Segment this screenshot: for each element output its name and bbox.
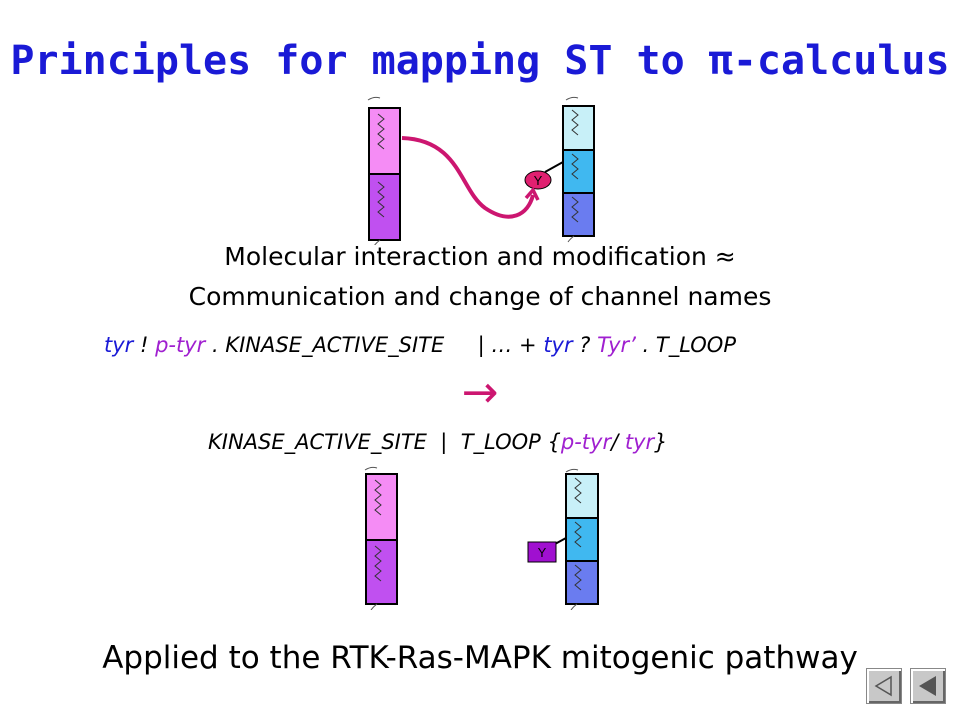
- bottom-caption: Applied to the RTK-Ras-MAPK mitogenic pa…: [102, 640, 858, 676]
- formula1-segment: ?: [572, 333, 598, 357]
- substrate-domain-2: [565, 517, 599, 562]
- formula1-segment: Tyr’: [597, 333, 636, 357]
- kinase-upper-domain: [365, 473, 398, 541]
- formula1-segment: . T_LOOP: [635, 333, 737, 357]
- caption-line-2: Communication and change of channel name…: [188, 282, 772, 311]
- substrate-domain-1: [565, 473, 599, 519]
- pi-calculus-formula-before: tyr ! p-tyr . KINASE_ACTIVE_SITE | … + t…: [104, 333, 736, 357]
- formula2-segment: p-tyr: [560, 430, 612, 454]
- substrate-domain-3: [562, 192, 595, 237]
- phospho-tyrosine-site: [527, 541, 557, 563]
- substrate-domain-1: [562, 105, 595, 151]
- formula2-segment: KINASE_ACTIVE_SITE | T_LOOP: [208, 430, 548, 454]
- arrow-head-icon: [524, 186, 540, 201]
- tyrosine-label-bottom: Y: [538, 545, 547, 560]
- caption-line-1: Molecular interaction and modification ≈: [224, 242, 736, 271]
- formula1-segment: !: [133, 333, 156, 357]
- kinase-molecule-top: [367, 96, 401, 245]
- formula1-segment: p-tyr: [155, 333, 206, 357]
- substrate-domain-3: [565, 560, 599, 605]
- previous-slide-button[interactable]: [866, 668, 902, 704]
- kinase-lower-domain: [368, 173, 401, 241]
- transition-arrow-icon: →: [461, 367, 499, 418]
- tyrosine-label-top: Y: [534, 173, 543, 188]
- formula1-segment: tyr: [543, 333, 573, 357]
- substrate-molecule-top: Y: [524, 96, 595, 243]
- kinase-lower-domain: [365, 539, 398, 605]
- formula1-segment: . KINASE_ACTIVE_SITE: [205, 333, 445, 357]
- triangle-left-icon: [874, 675, 892, 697]
- formula2-segment: tyr: [624, 430, 655, 454]
- formula2-segment: }: [654, 430, 668, 454]
- formula1-segment: tyr: [104, 333, 134, 357]
- next-slide-button[interactable]: [910, 668, 946, 704]
- tyrosine-site-top: [524, 170, 552, 190]
- pi-calculus-formula-after: KINASE_ACTIVE_SITE | T_LOOP {p-tyr/ tyr}: [208, 430, 668, 454]
- interaction-arrow: [401, 136, 535, 219]
- formula1-segment: | … +: [444, 333, 544, 357]
- kinase-molecule-bottom: [364, 466, 398, 610]
- page-title: Principles for mapping ST to π-calculus: [10, 38, 950, 84]
- kinase-upper-domain: [368, 107, 401, 175]
- top-diagram: Y: [367, 96, 595, 245]
- bottom-diagram: Y: [364, 466, 599, 610]
- formula2-segment: /: [611, 430, 625, 454]
- substrate-domain-2: [562, 149, 595, 194]
- triangle-left-filled-icon: [919, 676, 936, 696]
- formula2-segment: {: [547, 430, 561, 454]
- substrate-molecule-bottom: Y: [527, 468, 599, 610]
